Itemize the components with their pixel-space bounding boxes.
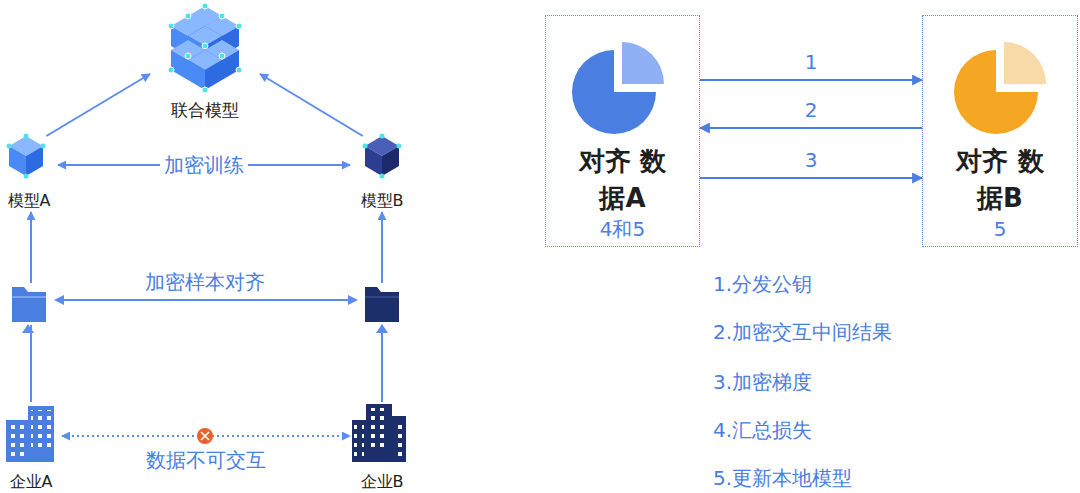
arrow-connector: [260, 74, 363, 136]
legend-step: 1.分发公钥: [713, 272, 812, 296]
edge-label: 加密训练: [160, 153, 248, 177]
pie-chart-a: [572, 42, 664, 134]
icon-node: 联合模型: [150, 2, 260, 122]
icon-node: 模型B: [350, 136, 414, 212]
cube-cluster-icon: [168, 3, 242, 93]
edge-label: 1: [805, 50, 818, 74]
legend-step: 3.加密梯度: [713, 370, 812, 394]
icon-node: 企业B: [350, 402, 414, 492]
legend-step: 2.加密交互中间结果: [713, 320, 892, 344]
blocked-mark: [197, 428, 213, 444]
pie-chart-b: [954, 42, 1046, 134]
node-label: 模型B: [361, 191, 404, 210]
arrow-connector: [700, 127, 922, 129]
edge-label: 数据不可交互: [146, 448, 266, 472]
alignment-arrow: [54, 295, 358, 305]
step-note: 4和5: [600, 216, 645, 242]
node-label: 联合模型: [171, 100, 239, 120]
arrow-connector: [700, 79, 922, 81]
arrow-connector: [46, 74, 150, 136]
box-title: 对齐 数据B: [954, 143, 1046, 216]
icon-node: 模型A: [0, 136, 58, 212]
building-icon-b: [352, 404, 406, 462]
node-label: 企业A: [10, 472, 53, 491]
folder-icon-b: [361, 283, 403, 333]
edge-label: 2: [805, 98, 818, 122]
node-label: 模型A: [8, 191, 51, 210]
edge-label: 3: [805, 148, 818, 172]
data-box: 对齐 数据A4和5: [545, 15, 700, 247]
folder-icon-a: [8, 283, 50, 333]
model-a-cube: [7, 134, 46, 179]
legend-step: 4.汇总损失: [713, 418, 812, 442]
step-label: 加密样本对齐: [145, 270, 265, 294]
icon-node: 企业A: [0, 402, 62, 492]
box-title: 对齐 数据A: [577, 143, 669, 216]
building-icon-a: [6, 406, 54, 462]
model-b-cube: [363, 134, 402, 179]
data-box: 对齐 数据B5: [922, 15, 1078, 247]
step-note: 5: [994, 216, 1007, 242]
legend-step: 5.更新本地模型: [713, 466, 852, 490]
node-label: 企业B: [361, 472, 404, 491]
arrow-connector: [700, 177, 922, 179]
